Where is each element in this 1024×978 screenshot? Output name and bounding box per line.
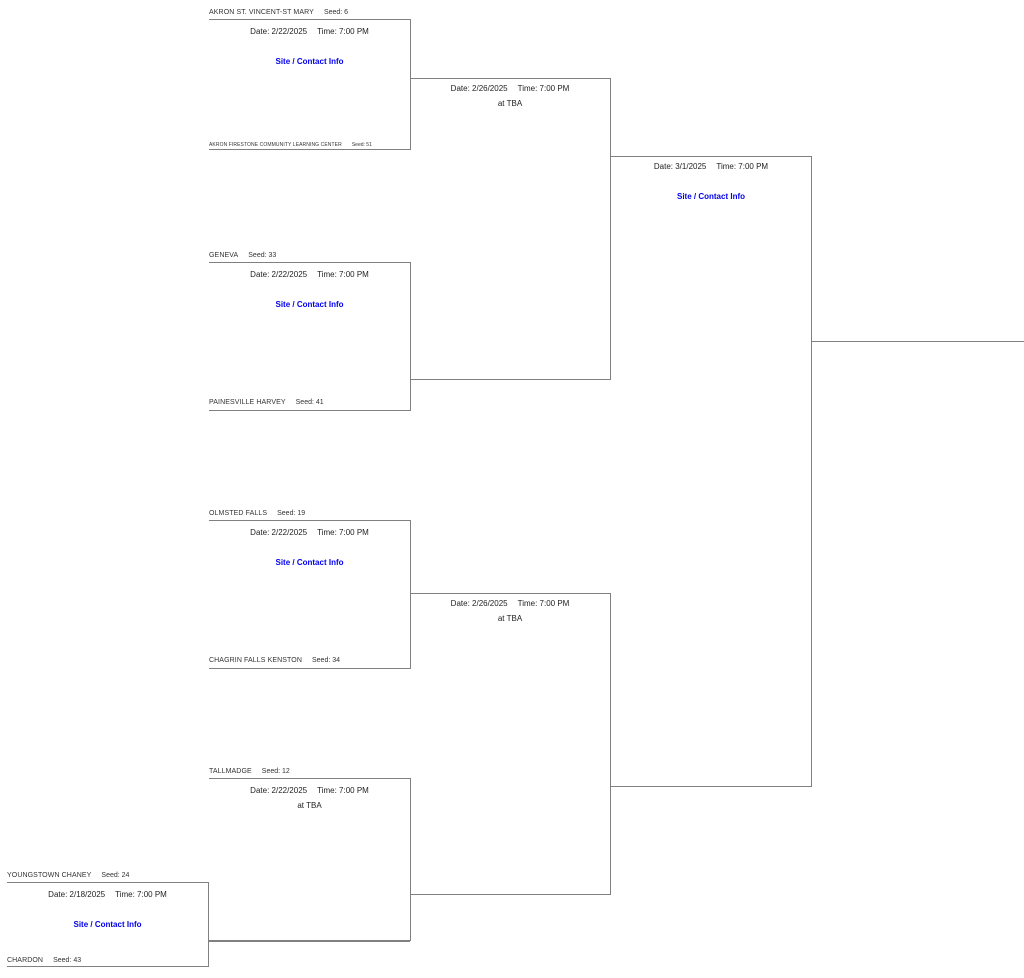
match-box-r2m2[interactable]: Date: 2/22/2025 Time: 7:00 PM Site / Cont… [209, 520, 411, 669]
site-contact-info-link-r2m1[interactable]: Site / Contact Info [275, 300, 344, 309]
team-seed: Seed: 12 [261, 768, 290, 775]
match-box-r3m1[interactable]: Date: 2/26/2025 Time: 7:00 PM at TBA [410, 593, 611, 895]
team-label-top-r2m1: GENEVA Seed: 33 [209, 251, 276, 261]
team-label-bottom-r2m1: PAINESVILLE HARVEY Seed: 41 [209, 398, 324, 408]
match-time: Time: 7:00 PM [317, 786, 369, 795]
match-box-r1m0[interactable]: Date: 2/18/2025 Time: 7:00 PM Site / Cont… [7, 882, 209, 967]
match-date: Date: 2/26/2025 [450, 84, 508, 93]
team-name: TALLMADGE [209, 768, 252, 775]
team-seed: Seed: 19 [277, 510, 306, 517]
team-label-bottom-r2m0: AKRON FIRESTONE COMMUNITY LEARNING CENTE… [209, 140, 372, 150]
match-date: Date: 2/22/2025 [250, 528, 308, 537]
match-datetime-r2m2: Date: 2/22/2025 Time: 7:00 PM [209, 527, 410, 538]
team-label-top-r2m0: AKRON ST. VINCENT-ST MARY Seed: 6 [209, 8, 348, 18]
match-date: Date: 2/22/2025 [250, 270, 308, 279]
match-time: Time: 7:00 PM [317, 270, 369, 279]
team-name: AKRON ST. VINCENT-ST MARY [209, 9, 314, 16]
match-date: Date: 3/1/2025 [653, 162, 707, 171]
team-name: PAINESVILLE HARVEY [209, 399, 286, 406]
team-seed: Seed: 24 [101, 872, 130, 879]
match-time: Time: 7:00 PM [317, 27, 369, 36]
match-box-r4m0[interactable]: Date: 3/1/2025 Time: 7:00 PM Site / Conta… [611, 156, 812, 787]
match-date: Date: 2/22/2025 [250, 786, 308, 795]
match-date: Date: 2/18/2025 [48, 890, 106, 899]
site-contact-info-link-r4m0[interactable]: Site / Contact Info [677, 192, 745, 201]
connector-r1m0-to-r2m3 [209, 941, 410, 942]
site-contact-info-link-r1m0[interactable]: Site / Contact Info [73, 920, 142, 929]
site-contact-info-link-r2m0[interactable]: Site / Contact Info [275, 57, 344, 66]
team-seed: Seed: 43 [53, 957, 82, 964]
match-box-r2m1[interactable]: Date: 2/22/2025 Time: 7:00 PM Site / Cont… [209, 262, 411, 411]
match-box-r2m3[interactable]: Date: 2/22/2025 Time: 7:00 PM at TBA [209, 778, 411, 941]
team-seed: Seed: 41 [295, 399, 324, 406]
team-name: CHARDON [7, 957, 44, 964]
match-datetime-r2m0: Date: 2/22/2025 Time: 7:00 PM [209, 26, 410, 37]
match-datetime-r2m1: Date: 2/22/2025 Time: 7:00 PM [209, 269, 410, 280]
team-seed: Seed: 51 [351, 142, 372, 148]
team-name: CHAGRIN FALLS KENSTON [209, 657, 302, 664]
match-datetime-r3m1: Date: 2/26/2025 Time: 7:00 PM [410, 598, 610, 609]
site-tba-r2m3: at TBA [297, 801, 322, 810]
match-datetime-r3m0: Date: 2/26/2025 Time: 7:00 PM [410, 83, 610, 94]
team-label-bottom-r2m2: CHAGRIN FALLS KENSTON Seed: 34 [209, 656, 340, 666]
team-label-bottom-r1m0: CHARDON Seed: 43 [7, 956, 81, 966]
team-name: OLMSTED FALLS [209, 510, 268, 517]
match-time: Time: 7:00 PM [517, 84, 570, 93]
match-date: Date: 2/22/2025 [250, 27, 308, 36]
team-seed: Seed: 34 [312, 657, 341, 664]
team-name: GENEVA [209, 252, 239, 259]
team-label-top-r1m0: YOUNGSTOWN CHANEY Seed: 24 [7, 871, 129, 881]
match-datetime-r1m0: Date: 2/18/2025 Time: 7:00 PM [7, 889, 208, 900]
connector-r4m0-to-champion [811, 341, 1024, 342]
site-tba-r3m0: at TBA [497, 99, 523, 108]
match-box-r2m0[interactable]: Date: 2/22/2025 Time: 7:00 PM Site / Cont… [209, 19, 411, 150]
match-date: Date: 2/26/2025 [450, 599, 508, 608]
match-datetime-r2m3: Date: 2/22/2025 Time: 7:00 PM [209, 785, 410, 796]
team-name: AKRON FIRESTONE COMMUNITY LEARNING CENTE… [209, 142, 342, 148]
team-seed: Seed: 33 [248, 252, 277, 259]
team-label-top-r2m2: OLMSTED FALLS Seed: 19 [209, 509, 305, 519]
site-tba-r3m1: at TBA [497, 614, 523, 623]
match-box-r3m0[interactable]: Date: 2/26/2025 Time: 7:00 PM at TBA [410, 78, 611, 380]
team-label-top-r2m3: TALLMADGE Seed: 12 [209, 767, 290, 777]
match-time: Time: 7:00 PM [115, 890, 167, 899]
site-contact-info-link-r2m2[interactable]: Site / Contact Info [275, 558, 344, 567]
team-seed: Seed: 6 [323, 9, 349, 16]
match-time: Time: 7:00 PM [517, 599, 570, 608]
match-time: Time: 7:00 PM [716, 162, 769, 171]
match-time: Time: 7:00 PM [317, 528, 369, 537]
team-name: YOUNGSTOWN CHANEY [7, 872, 92, 879]
match-datetime-r4m0: Date: 3/1/2025 Time: 7:00 PM [611, 161, 811, 172]
